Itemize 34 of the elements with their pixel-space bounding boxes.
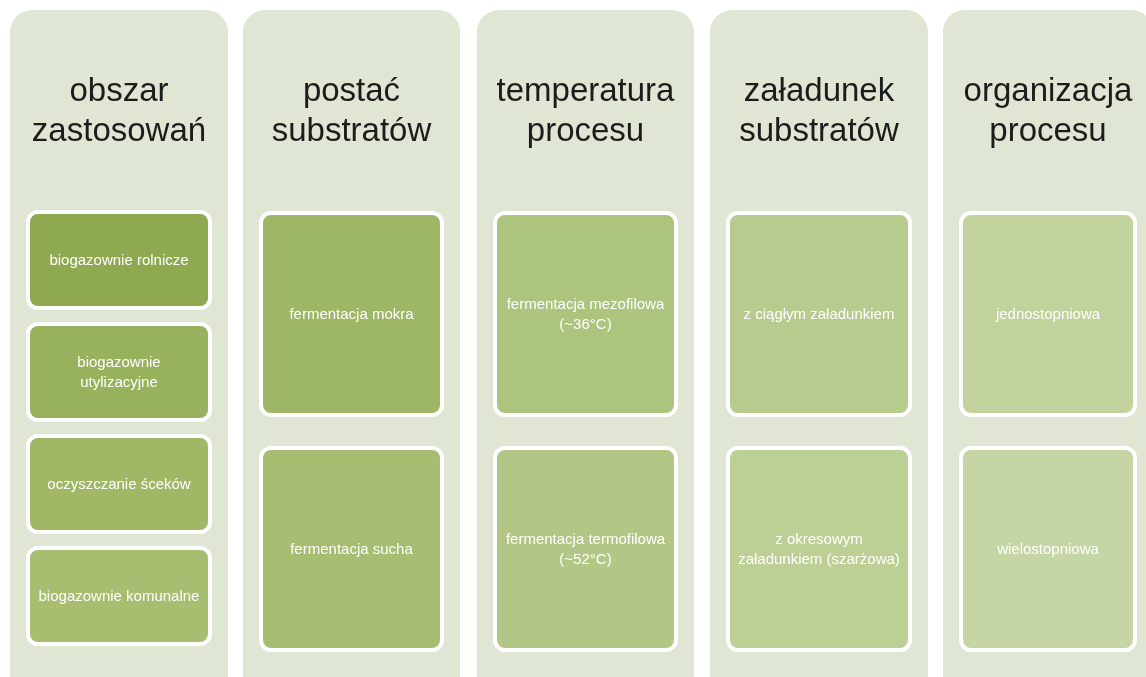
option-text: fermentacja sucha (290, 539, 413, 559)
option-box (493, 211, 678, 417)
option-box (259, 446, 444, 652)
option-text: wielostopniowa (997, 539, 1099, 559)
category-panel (943, 10, 1146, 677)
category-panel (243, 10, 460, 677)
panel-heading: załadunek substratów (738, 70, 900, 150)
option-text: fermentacja mokra (289, 304, 414, 324)
panel-heading: obszar zastosowań (30, 70, 208, 150)
category-panel (477, 10, 694, 677)
option-box (726, 446, 912, 652)
option-text: jednostopniowa (995, 304, 1101, 324)
option-text: z okresowym załadunkiem (szarżowa) (738, 529, 900, 569)
option-box (959, 446, 1137, 652)
option-text: biogazownie rolnicze (49, 250, 189, 270)
option-box (26, 322, 212, 422)
option-box (959, 211, 1137, 417)
category-panel (710, 10, 928, 677)
panel-heading: organizacja procesu (962, 70, 1134, 150)
option-box (726, 211, 912, 417)
option-box (259, 211, 444, 417)
option-text: oczyszczanie śceków (47, 474, 191, 494)
option-box (26, 546, 212, 646)
category-panel (10, 10, 228, 677)
option-box (26, 434, 212, 534)
option-text: biogazownie komunalne (38, 586, 200, 606)
option-text: z ciągłym załadunkiem (743, 304, 895, 324)
option-text: biogazownie utylizacyjne (76, 352, 162, 392)
panel-heading: temperatura procesu (495, 70, 676, 150)
panel-heading: postać substratów (270, 70, 433, 150)
option-text: fermentacja termofilowa (~52°C) (505, 529, 666, 569)
option-box (26, 210, 212, 310)
option-text: fermentacja mezofilowa (~36°C) (505, 294, 666, 334)
option-box (493, 446, 678, 652)
